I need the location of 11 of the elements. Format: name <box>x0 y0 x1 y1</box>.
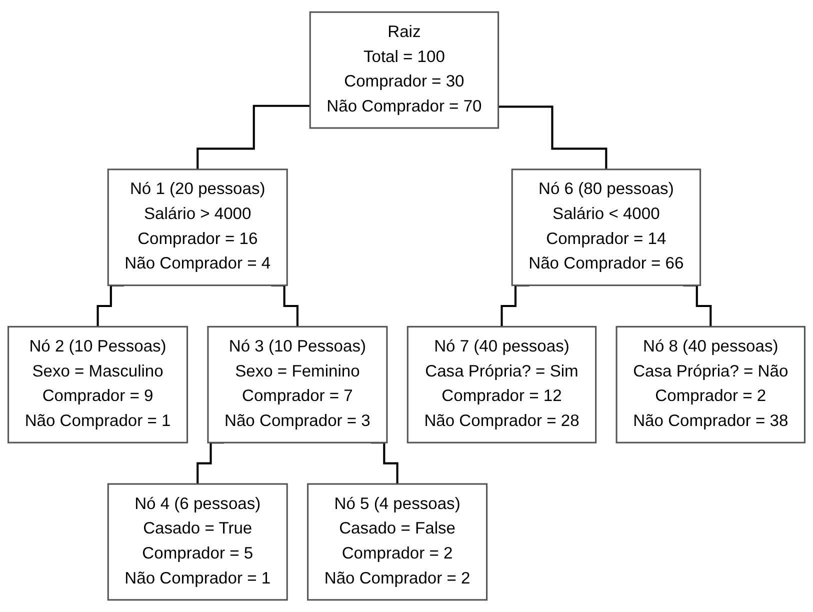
node-box: Nó 7 (40 pessoas) Casa Própria? = Sim Comprador = 12 Não Comprador = 28 <box>406 326 597 444</box>
node-box: Nó 1 (20 pessoas) Salário > 4000 Comprador = 16 Não Comprador = 4 <box>107 168 288 286</box>
connector <box>498 106 608 170</box>
node-box: Nó 8 (40 pessoas) Casa Própria? = Não Comprador = 2 Não Comprador = 38 <box>616 326 806 444</box>
connector <box>196 104 310 170</box>
node-box: Nó 4 (6 pessoas) Casado = True Comprador = 5 Não Comprador = 1 <box>107 483 288 601</box>
node-box: Raiz Total = 100 Comprador = 30 Não Comprador = 70 <box>309 11 500 129</box>
node-box: Nó 3 (10 Pessoas) Sexo = Feminino Comprador = 7 Não Comprador = 3 <box>207 326 388 444</box>
node-box: Nó 6 (80 pessoas) Salário < 4000 Comprador = 14 Não Comprador = 66 <box>511 168 702 286</box>
node-box: Nó 5 (4 pessoas) Casado = False Comprador = 2 Não Comprador = 2 <box>307 483 488 601</box>
node-box: Nó 2 (10 Pessoas) Sexo = Masculino Comprador = 9 Não Comprador = 1 <box>8 326 188 444</box>
